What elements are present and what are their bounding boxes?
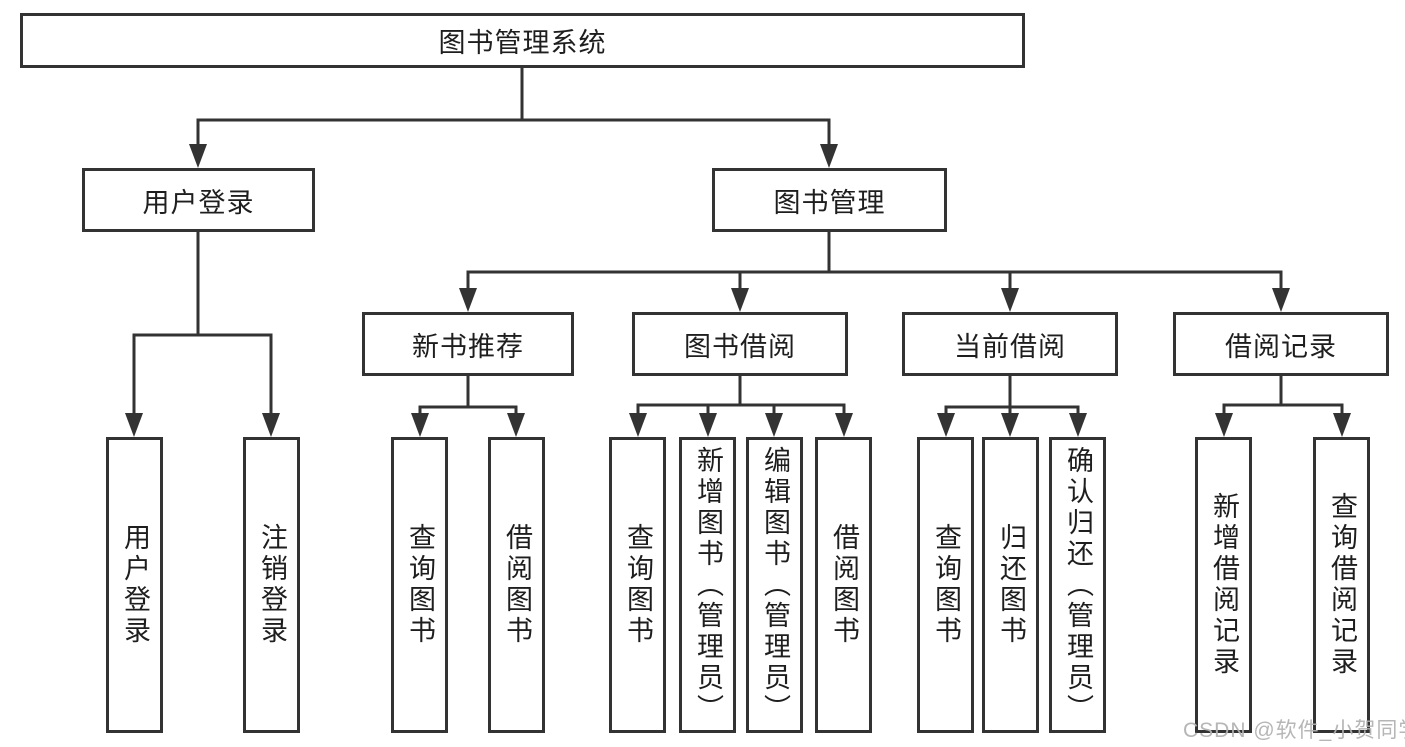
leaf-query-books-borrowing-label: 查询图书 bbox=[623, 523, 653, 647]
node-borrow-records: 借阅记录 bbox=[1173, 312, 1389, 376]
leaf-query-books-current: 查询图书 bbox=[917, 437, 974, 733]
leaf-query-borrow-record: 查询借阅记录 bbox=[1313, 437, 1370, 733]
leaf-user-login: 用户登录 bbox=[106, 437, 163, 733]
node-user-login: 用户登录 bbox=[82, 168, 315, 232]
node-book-management: 图书管理 bbox=[712, 168, 947, 232]
csdn-watermark: CSDN @软件_小贺同学 bbox=[1183, 719, 1405, 742]
node-book-borrowing: 图书借阅 bbox=[632, 312, 848, 376]
node-current-borrowing-label: 当前借阅 bbox=[954, 331, 1066, 362]
leaf-add-borrow-record-label: 新增借阅记录 bbox=[1209, 492, 1239, 678]
leaf-edit-book-admin: 编辑图书（管理员） bbox=[746, 437, 803, 733]
leaf-borrow-books-recommend-label: 借阅图书 bbox=[502, 523, 532, 647]
leaf-return-book: 归还图书 bbox=[982, 437, 1039, 733]
leaf-return-book-label: 归还图书 bbox=[996, 523, 1026, 647]
leaf-borrow-books-borrowing-label: 借阅图书 bbox=[829, 523, 859, 647]
leaf-borrow-books-recommend: 借阅图书 bbox=[488, 437, 545, 733]
leaf-query-books-borrowing: 查询图书 bbox=[609, 437, 666, 733]
node-root-label: 图书管理系统 bbox=[438, 28, 607, 58]
leaf-logout-label: 注销登录 bbox=[257, 523, 287, 647]
leaf-query-books-current-label: 查询图书 bbox=[931, 523, 961, 647]
leaf-confirm-return-admin-label: 确认归还（管理员） bbox=[1063, 445, 1093, 725]
leaf-edit-book-admin-label: 编辑图书（管理员） bbox=[760, 445, 790, 725]
leaf-query-books-recommend: 查询图书 bbox=[391, 437, 448, 733]
node-root: 图书管理系统 bbox=[20, 13, 1025, 68]
leaf-confirm-return-admin: 确认归还（管理员） bbox=[1049, 437, 1106, 733]
node-borrow-records-label: 借阅记录 bbox=[1225, 331, 1337, 362]
leaf-add-borrow-record: 新增借阅记录 bbox=[1195, 437, 1252, 733]
node-current-borrowing: 当前借阅 bbox=[902, 312, 1118, 376]
leaf-query-books-recommend-label: 查询图书 bbox=[405, 523, 435, 647]
leaf-query-borrow-record-label: 查询借阅记录 bbox=[1327, 492, 1357, 678]
leaf-borrow-books-borrowing: 借阅图书 bbox=[815, 437, 872, 733]
node-new-book-recommend-label: 新书推荐 bbox=[412, 331, 524, 362]
leaf-logout: 注销登录 bbox=[243, 437, 300, 733]
leaf-add-book-admin: 新增图书（管理员） bbox=[679, 437, 736, 733]
leaf-user-login-label: 用户登录 bbox=[120, 523, 150, 647]
node-new-book-recommend: 新书推荐 bbox=[362, 312, 574, 376]
node-book-borrowing-label: 图书借阅 bbox=[684, 331, 796, 362]
node-user-login-label: 用户登录 bbox=[142, 187, 255, 218]
leaf-add-book-admin-label: 新增图书（管理员） bbox=[693, 445, 723, 725]
node-book-management-label: 图书管理 bbox=[773, 187, 886, 218]
